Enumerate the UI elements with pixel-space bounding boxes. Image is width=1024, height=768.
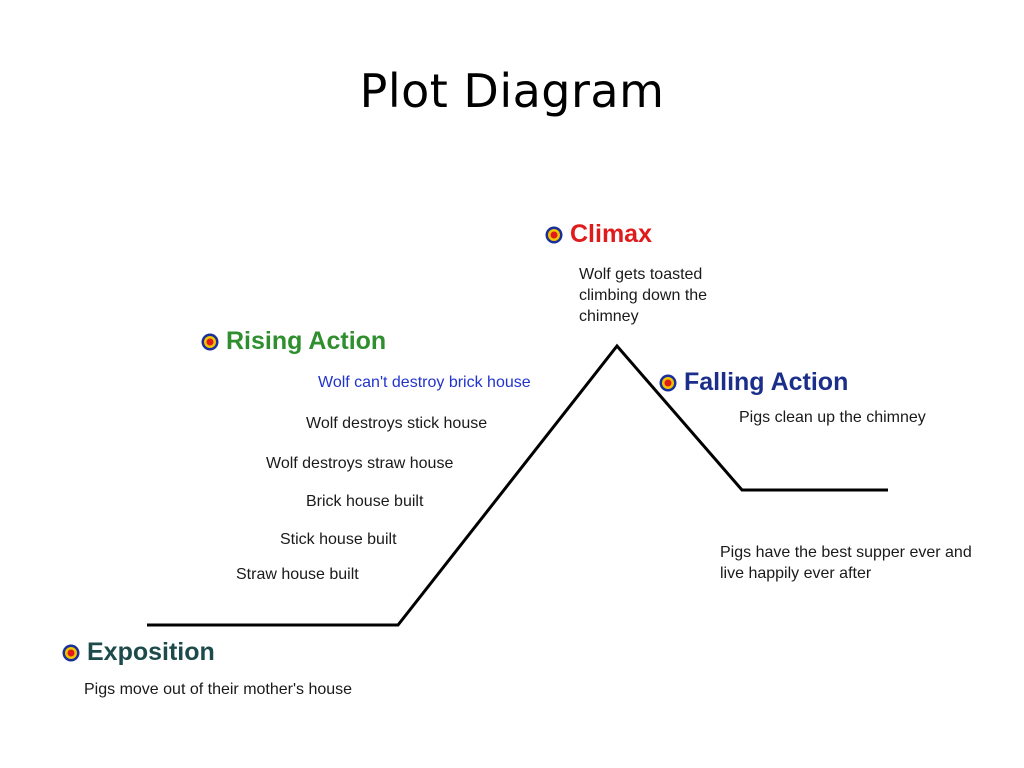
target-icon (545, 226, 563, 244)
falling-action-label: Falling Action (684, 368, 849, 396)
falling-event: Pigs clean up the chimney (739, 409, 926, 426)
target-icon (201, 333, 219, 351)
rising-event-wolf-destroys-straw: Wolf destroys straw house (266, 455, 454, 472)
rising-event-straw-house-built: Straw house built (236, 566, 359, 583)
climax-event: Wolf gets toasted climbing down the chim… (579, 266, 708, 325)
page-title: Plot Diagram (359, 64, 665, 118)
rising-action-heading: Rising Action (201, 327, 386, 356)
falling-action-heading: Falling Action (659, 368, 848, 397)
rising-event-wolf-cant-destroy-brick: Wolf can't destroy brick house (318, 374, 531, 391)
resolution-event: Pigs have the best supper ever and live … (720, 544, 972, 582)
target-icon (659, 374, 677, 392)
plot-line (147, 343, 888, 627)
exposition-label: Exposition (87, 638, 215, 666)
rising-action-label: Rising Action (226, 327, 387, 355)
climax-heading: Climax (545, 220, 652, 249)
exposition-heading: Exposition (62, 638, 215, 667)
rising-event-stick-house-built: Stick house built (280, 531, 397, 548)
rising-event-brick-house-built: Brick house built (306, 493, 424, 510)
climax-label: Climax (570, 220, 652, 248)
exposition-event: Pigs move out of their mother's house (84, 681, 353, 698)
rising-event-wolf-destroys-stick: Wolf destroys stick house (306, 415, 488, 432)
target-icon (62, 644, 80, 662)
